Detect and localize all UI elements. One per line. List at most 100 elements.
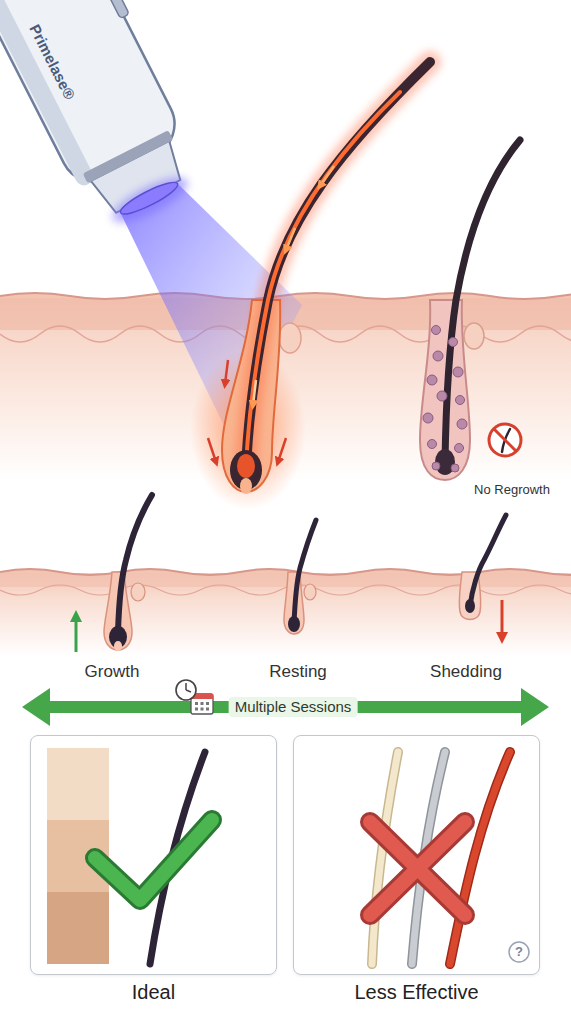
follicle-sheath bbox=[459, 572, 481, 620]
cross-outline bbox=[370, 822, 465, 915]
damaged-cells bbox=[423, 326, 467, 473]
hair-shaft bbox=[118, 495, 152, 632]
red-hair bbox=[450, 752, 510, 964]
grid-cell bbox=[195, 702, 198, 705]
blonde-hair bbox=[372, 752, 398, 964]
hair-bulb-core bbox=[237, 454, 255, 478]
follicle-sheath bbox=[104, 572, 132, 650]
grid-cell bbox=[195, 708, 198, 711]
club-bulb bbox=[288, 616, 300, 632]
growth-arrow bbox=[75, 616, 78, 652]
grid-cell bbox=[206, 702, 209, 705]
laser-beam bbox=[121, 185, 302, 442]
hair-bulb bbox=[230, 450, 262, 490]
panel-caption: Ideal bbox=[132, 980, 175, 1004]
handpiece-band bbox=[83, 130, 174, 183]
calendar-page bbox=[191, 694, 213, 714]
clock-face bbox=[176, 680, 196, 700]
no-regrowth-icon bbox=[489, 424, 521, 456]
phase-label: Resting bbox=[269, 662, 327, 682]
dermal-boundary bbox=[0, 326, 571, 342]
ideal-content bbox=[47, 748, 212, 964]
epidermis bbox=[0, 573, 571, 587]
skin-tone-swatch bbox=[47, 892, 109, 964]
cycle-skin bbox=[0, 569, 571, 656]
cell bbox=[437, 391, 447, 401]
hair-shaft bbox=[294, 520, 316, 624]
gray-hair bbox=[412, 752, 445, 964]
panel-box: Ideal bbox=[30, 735, 277, 975]
cell bbox=[433, 351, 443, 361]
cell bbox=[451, 464, 459, 472]
heat-arrow bbox=[286, 228, 295, 250]
dermis bbox=[0, 569, 571, 656]
follicle-sheath bbox=[420, 300, 470, 480]
laser-handpiece bbox=[0, 0, 215, 239]
help-circle bbox=[509, 942, 529, 962]
cell bbox=[432, 462, 440, 470]
skin-surface bbox=[0, 569, 571, 575]
handpiece-shade bbox=[0, 0, 96, 188]
cell bbox=[427, 375, 437, 385]
arrow-head bbox=[22, 688, 50, 726]
check-outline bbox=[95, 820, 212, 900]
phase-label: Growth bbox=[85, 662, 140, 682]
heat-arrow bbox=[278, 438, 286, 462]
club-bulb bbox=[465, 599, 475, 613]
laser-lens bbox=[117, 177, 180, 219]
shedding-arrow bbox=[501, 600, 504, 638]
panel-box: Less Effective bbox=[293, 735, 540, 975]
dermis bbox=[0, 293, 571, 480]
arrow-head bbox=[521, 688, 549, 726]
heat-arrow bbox=[208, 438, 216, 462]
handpiece-nozzle bbox=[91, 141, 188, 217]
status-caption: No Regrowth bbox=[474, 482, 550, 498]
help-mark: ? bbox=[515, 944, 523, 960]
sebaceous-gland bbox=[304, 584, 316, 600]
cell bbox=[455, 444, 464, 453]
heat-arrow bbox=[225, 360, 228, 384]
destroyed-follicle bbox=[420, 140, 521, 480]
hair-shaft bbox=[445, 140, 520, 462]
heat-arrow bbox=[320, 166, 334, 186]
hair-bulb bbox=[435, 449, 455, 475]
skin-surface bbox=[0, 293, 571, 299]
less-effective-content bbox=[370, 752, 529, 964]
follicle-sheath bbox=[222, 300, 280, 492]
handpiece-body bbox=[0, 0, 186, 193]
blonde-hair-outline bbox=[372, 752, 398, 964]
calendar-header bbox=[191, 694, 213, 699]
dermal-papilla bbox=[114, 641, 122, 651]
cell bbox=[453, 367, 463, 377]
follicle-sheath bbox=[284, 572, 304, 634]
dermal-boundary bbox=[0, 585, 571, 595]
skin-tone-swatch bbox=[47, 748, 109, 820]
sebaceous-gland bbox=[279, 323, 301, 353]
hair-shaft bbox=[470, 515, 506, 606]
lens-glow bbox=[107, 169, 194, 230]
grid-cell bbox=[201, 708, 204, 711]
cross-mark bbox=[370, 822, 465, 915]
hair-symbol bbox=[502, 429, 510, 452]
grid-cell bbox=[201, 702, 204, 705]
brand-name: Primelase® bbox=[25, 21, 78, 102]
epidermis bbox=[0, 298, 571, 330]
heat-arrow bbox=[253, 380, 256, 405]
cross-mark bbox=[370, 822, 465, 915]
clock-hand bbox=[185, 683, 187, 690]
dark-hair bbox=[150, 752, 205, 964]
gray-hair-outline bbox=[412, 752, 445, 964]
sebaceous-gland bbox=[131, 583, 145, 601]
cell bbox=[456, 396, 465, 405]
hair-bulb bbox=[109, 626, 127, 648]
dermal-papilla bbox=[240, 478, 252, 494]
skin-section bbox=[0, 293, 571, 480]
hair-shaft bbox=[246, 62, 430, 470]
cell bbox=[457, 419, 467, 429]
cross-outline bbox=[370, 822, 465, 915]
cell bbox=[432, 326, 441, 335]
